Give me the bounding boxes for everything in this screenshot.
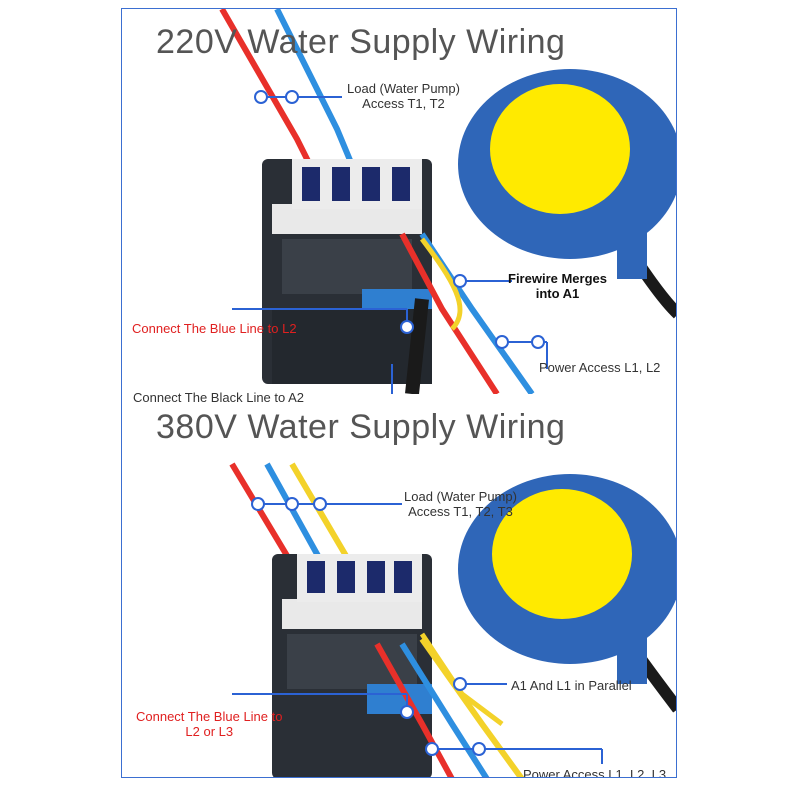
callout-dots-220v: [254, 90, 545, 349]
load-label-line2: Access T1, T2: [362, 96, 445, 111]
panel-220v: 220V Water Supply Wiring Load (Water Pum…: [122, 9, 676, 405]
parallel-label: A1 And L1 in Parallel: [511, 678, 632, 693]
wire-blue-bottom: [399, 642, 490, 777]
float-switch-ball-icon: [458, 474, 676, 684]
wire-yellow: [419, 237, 463, 331]
blue-line-label: Connect The Blue Line to L2: [132, 321, 297, 336]
wire-yellow-loop: [419, 632, 504, 726]
load-label: Load (Water Pump) Access T1, T2: [347, 81, 460, 111]
firewire-label-line2: into A1: [535, 286, 580, 301]
black-line-label: Connect The Black Line to A2: [133, 390, 305, 405]
wire-red-bottom: [399, 232, 500, 394]
blue-line-label-line1: Connect The Blue Line to: [136, 709, 283, 724]
blue-line-label-line2: L2 or L3: [185, 724, 234, 739]
callout-lines-380v: [232, 503, 603, 764]
callout-dots-380v: [251, 497, 486, 756]
float-switch-ball-icon: [458, 69, 676, 279]
panel-380v: 380V Water Supply Wiring Load (Water Pum…: [122, 394, 676, 778]
contactor-icon: [272, 554, 432, 777]
load-label-line2: Access T1, T2, T3: [408, 504, 513, 519]
wire-red-bottom: [374, 642, 455, 777]
load-label-line1: Load (Water Pump): [347, 81, 460, 96]
panel-title: 220V Water Supply Wiring: [156, 23, 566, 61]
load-label: Load (Water Pump) Access T1, T2, T3: [404, 489, 517, 519]
diagram-frame: 220V Water Supply Wiring Load (Water Pum…: [121, 8, 677, 778]
panel-title: 380V Water Supply Wiring: [156, 408, 566, 446]
wiring-illustration-380v: [229, 462, 676, 777]
firewire-label: Firewire Merges into A1: [508, 271, 607, 301]
contactor-icon: [262, 159, 432, 384]
firewire-label-line1: Firewire Merges: [508, 271, 607, 286]
wiring-illustration-220v: [219, 9, 676, 394]
power-label: Power Access L1, L2: [539, 360, 661, 375]
wire-black: [405, 298, 429, 394]
load-label-line1: Load (Water Pump): [404, 489, 517, 504]
blue-line-label: Connect The Blue Line to L2 or L3: [136, 709, 282, 739]
power-label: Power Access L1, L2, L3: [523, 767, 667, 778]
